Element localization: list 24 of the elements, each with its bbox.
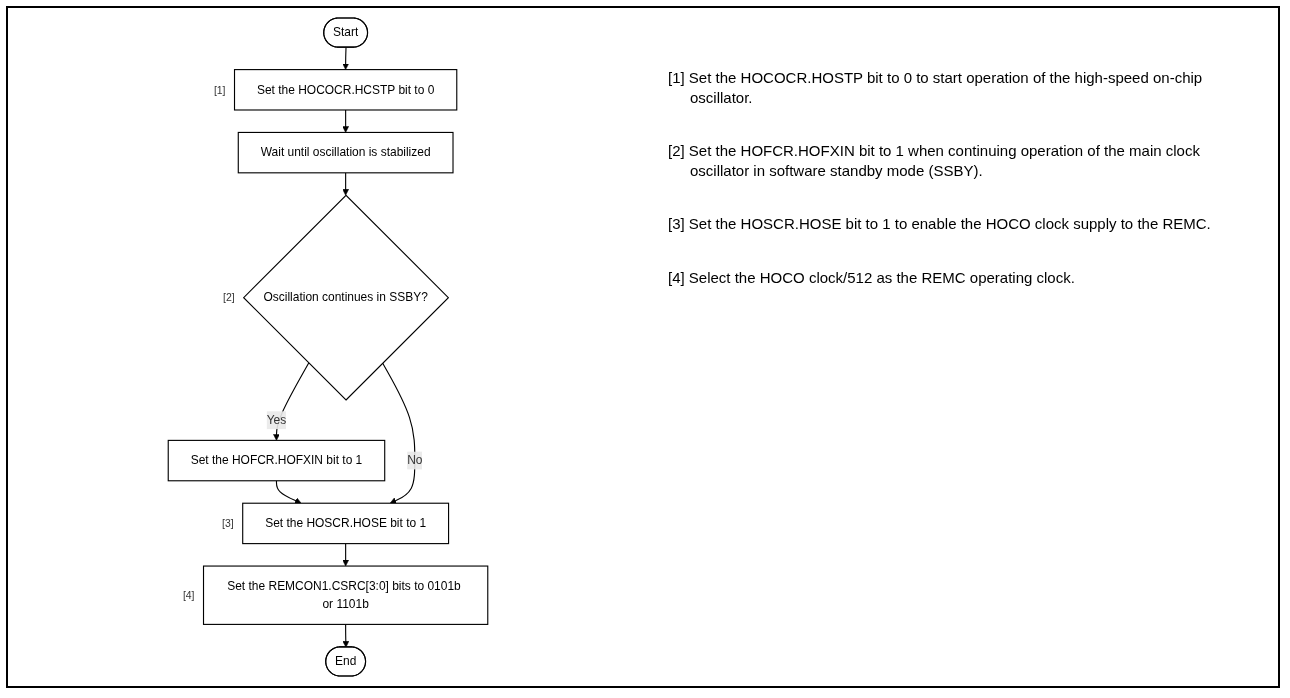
step-number: [3] — [222, 518, 234, 530]
arrow — [342, 543, 349, 567]
node-diamond: Oscillation continues in SSBY? — [242, 194, 450, 401]
arrow — [275, 480, 302, 504]
step-number: [4] — [182, 589, 195, 601]
arrow — [342, 46, 349, 70]
arrow — [342, 623, 350, 648]
arrow — [342, 109, 349, 133]
arrow — [382, 362, 416, 504]
step-note: [1] Set the HOCOCR.HOSTP bit to 0 to start operation of the high-speed on-chip oscillator. — [668, 68, 1204, 107]
node-box: Wait until oscillation is stabilized — [237, 131, 454, 174]
step-number: [2] — [223, 292, 235, 304]
edge-label: Yes — [266, 413, 287, 427]
node-box: Set the HOFCR.HOFXIN bit to 1 — [167, 439, 386, 482]
node-box: Set the HOSCR.HOSE bit to 1 — [242, 502, 450, 545]
arrow — [273, 362, 310, 441]
step-note: [3] Set the HOSCR.HOSE bit to 1 to enable the HOCO clock supply to the REMC. — [668, 214, 1212, 234]
step-note: [4] Select the HOCO clock/512 as the REMC operating clock. — [668, 267, 1076, 287]
step-note: [2] Set the HOFCR.HOFXIN bit to 1 when continuing operation of the main clock oscillator in software standby mode (SSBY). — [668, 141, 1201, 180]
node-box: Set the REMCON1.CSRC[3:0] bits to 0101b or 1101b — [202, 565, 489, 625]
edge-label: No — [407, 453, 423, 467]
step-number: [1] — [213, 84, 226, 96]
arrow — [342, 172, 349, 196]
node-box: Set the HOCOCR.HCSTP bit to 0 — [233, 69, 458, 111]
